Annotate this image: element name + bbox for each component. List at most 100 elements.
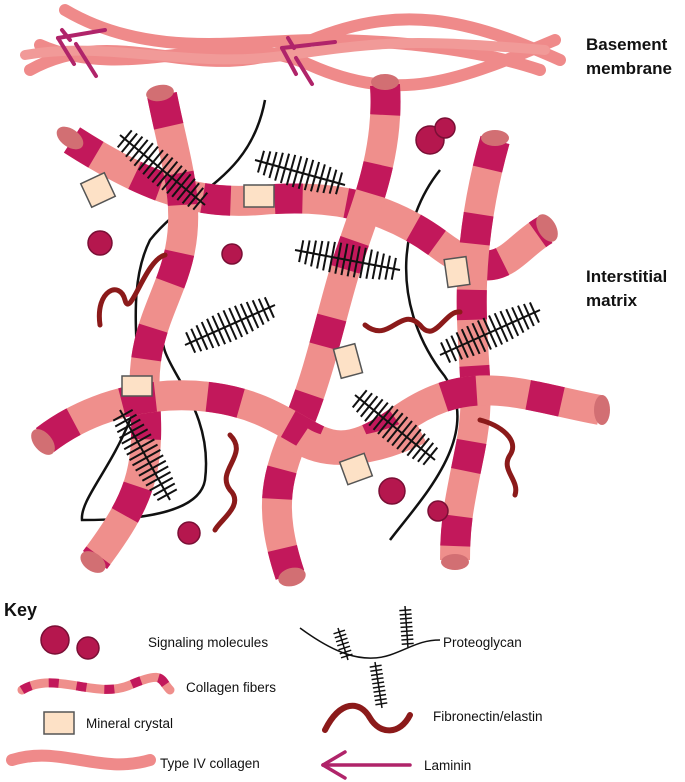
proteoglycan-bristle (493, 312, 509, 343)
signaling-molecule (177, 521, 201, 545)
proteoglycan-bristle (234, 305, 249, 335)
collagen-fiber (440, 130, 510, 570)
proteoglycan-bristle (245, 301, 260, 329)
proteoglycan-bristle (400, 621, 413, 624)
key-fibronectin-label: Fibronectin/elastin (433, 709, 543, 724)
proteoglycan-bristle (151, 157, 174, 183)
proteoglycan-bristle (359, 247, 367, 279)
proteoglycan-bristle (340, 653, 353, 659)
proteoglycan-bristle (440, 342, 451, 363)
type4-collagen-strand (59, 4, 546, 76)
proteoglycan-bristle (355, 392, 373, 413)
type4-collagen-strand (20, 38, 550, 65)
proteoglycan (112, 409, 178, 501)
interstitial-matrix (31, 74, 610, 587)
collagen-fiber (261, 74, 401, 587)
proteoglycan-bristle (291, 156, 303, 188)
proteoglycan-bristle (135, 454, 164, 472)
proteoglycan-bristle (257, 150, 265, 173)
proteoglycan-bristle (190, 328, 203, 352)
proteoglycan-bristle (370, 672, 383, 677)
proteoglycan-bristle (373, 689, 386, 693)
proteoglycan-bristle (406, 433, 426, 457)
proteoglycan-bristle (505, 308, 520, 337)
mineral-crystal (79, 171, 117, 209)
proteoglycan-bristle (370, 668, 383, 673)
proteoglycan-bristle (228, 307, 243, 338)
proteoglycan-bristle (384, 255, 391, 280)
proteoglycan-bristle (368, 402, 389, 427)
proteoglycan-bristle (369, 664, 382, 668)
proteoglycan-bristle (195, 324, 209, 351)
proteoglycan-bristle (466, 325, 481, 355)
proteoglycan-bristle (477, 320, 492, 350)
basement-membrane-label: Basement (586, 35, 668, 54)
proteoglycan-bristle (129, 443, 158, 461)
proteoglycan-bristle (181, 182, 200, 205)
proteoglycan-bristle (156, 488, 178, 501)
proteoglycan-bristle (372, 405, 394, 431)
proteoglycan-bristle (268, 151, 278, 179)
proteoglycan-bristle (450, 335, 463, 360)
interstitial-matrix-label: Interstitial (586, 267, 667, 286)
proteoglycan-bristle (417, 442, 435, 463)
proteoglycan-bristle (371, 677, 384, 681)
proteoglycan-bristle (488, 315, 503, 345)
proteoglycan-bristle (251, 299, 265, 326)
proteoglycan-bristle (116, 129, 133, 149)
proteoglycan-bristle (411, 437, 430, 460)
proteoglycan-bristle (146, 153, 169, 180)
proteoglycan-bristle (399, 617, 412, 620)
signaling-molecule (378, 477, 406, 505)
proteoglycan-bristle (391, 420, 413, 447)
proteoglycan-bristle (119, 423, 145, 439)
key-fibronectin-icon (322, 702, 413, 734)
proteoglycan-bristle (365, 249, 373, 279)
proteoglycan-bristle (455, 331, 469, 359)
proteoglycan-bristle (401, 428, 422, 453)
proteoglycan-bristle (372, 681, 385, 685)
mineral-crystal (443, 255, 471, 289)
proteoglycan-bristle (364, 398, 384, 422)
key-signaling-label: Signaling molecules (148, 635, 268, 650)
key-collagen-icon (17, 672, 175, 695)
proteoglycan-bristle (279, 153, 291, 184)
proteoglycan-bristle (338, 645, 351, 651)
proteoglycan-bristle (145, 471, 171, 487)
proteoglycan (184, 296, 276, 354)
proteoglycan-bristle (161, 165, 183, 191)
key-mineral-label: Mineral crystal (86, 716, 173, 731)
key-collagen-label: Collagen fibers (186, 680, 276, 695)
proteoglycan-bristle (328, 241, 336, 273)
mineral-crystal (338, 452, 374, 486)
laminin (56, 28, 107, 78)
key-type4-label: Type IV collagen (160, 756, 260, 771)
proteoglycan-bristle (346, 244, 355, 277)
proteoglycan-bristle (152, 482, 176, 497)
proteoglycan-bristle (517, 305, 530, 330)
signaling-molecules (87, 117, 456, 545)
proteoglycan-bristle (445, 338, 457, 362)
proteoglycan-bristle (333, 629, 346, 635)
proteoglycan-bristle (499, 310, 514, 340)
proteoglycan-bristle (401, 638, 414, 641)
proteoglycan-bristle (377, 408, 399, 435)
proteoglycan-bristle (339, 649, 352, 655)
proteoglycan-bristle (482, 317, 498, 348)
proteoglycan-bristle (360, 395, 379, 418)
proteoglycan-bristle (390, 257, 397, 280)
signaling-molecule (221, 243, 243, 265)
proteoglycan-bristle (401, 634, 414, 637)
key-signaling-icon (40, 625, 70, 655)
proteoglycan (439, 302, 541, 363)
proteoglycan-bristle (386, 416, 409, 443)
proteoglycan (294, 240, 401, 280)
proteoglycan-bristle (142, 149, 164, 175)
proteoglycan-bristle (309, 161, 321, 192)
proteoglycan-bristle (351, 389, 368, 409)
proteoglycan-bristle (239, 303, 254, 332)
proteoglycan-bristle (297, 157, 309, 189)
proteoglycan-bristle (381, 412, 404, 439)
mineral-crystal (243, 184, 275, 208)
proteoglycan-bristle (137, 145, 159, 171)
